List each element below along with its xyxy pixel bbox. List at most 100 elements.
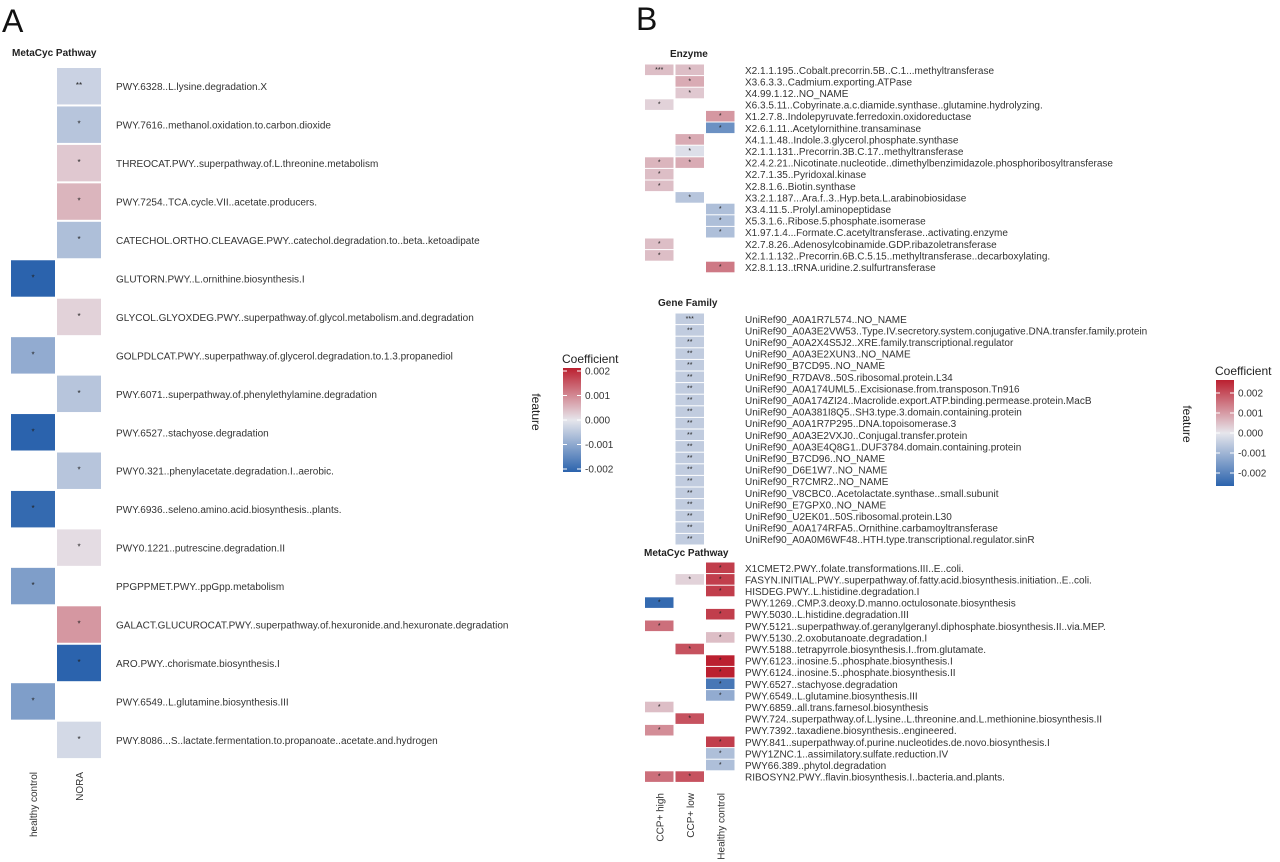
significance-mark: * xyxy=(77,197,80,206)
heatmap-cell xyxy=(706,655,735,666)
row-label: UniRef90_A0A2X4S5J2..XRE.family.transcri… xyxy=(745,338,1014,349)
heatmap-cell xyxy=(706,574,735,585)
panel-b-section-title: Enzyme xyxy=(670,49,708,60)
legend-tick-label: 0.000 xyxy=(585,416,610,427)
legend-title: Coefficient xyxy=(1215,364,1272,378)
heatmap-cell xyxy=(675,510,704,522)
significance-mark: * xyxy=(719,692,722,699)
significance-mark: * xyxy=(719,113,722,120)
heatmap-cell xyxy=(706,748,735,759)
significance-mark: * xyxy=(658,704,661,711)
heatmap-cell xyxy=(11,683,55,720)
heatmap-cell xyxy=(645,180,674,192)
legend-side-label: feature xyxy=(1180,405,1194,443)
significance-mark: * xyxy=(719,739,722,746)
legend-tick-label: 0.001 xyxy=(585,391,610,402)
heatmap-cell xyxy=(645,250,674,261)
significance-mark: ** xyxy=(687,351,693,358)
significance-mark: * xyxy=(719,611,722,618)
significance-mark: * xyxy=(719,762,722,769)
significance-mark: * xyxy=(688,136,691,143)
heatmap-cell xyxy=(57,183,101,220)
row-label: PWY1ZNC.1..assimilatory.sulfate.reductio… xyxy=(745,749,949,760)
heatmap-cell xyxy=(675,771,704,782)
row-label: PWY.7254..TCA.cycle.VII..acetate.produce… xyxy=(116,198,317,209)
significance-mark: * xyxy=(77,389,80,398)
significance-mark: ** xyxy=(687,490,693,497)
row-label: X2.1.1.131..Precorrin.3B.C.17..methyltra… xyxy=(745,147,964,158)
legend-tick-label: 0.001 xyxy=(1238,409,1263,420)
legend-a: Coefficient0.0020.0010.000-0.001-0.002fe… xyxy=(529,352,619,476)
heatmap-cell xyxy=(706,678,735,690)
significance-mark: * xyxy=(658,727,661,734)
row-label: X2.1.1.195..Cobalt.precorrin.5B..C.1...m… xyxy=(745,66,994,77)
row-label: PWY.7616..methanol.oxidation.to.carbon.d… xyxy=(116,121,331,132)
significance-mark: ** xyxy=(687,327,693,334)
heatmap-cell xyxy=(11,567,55,605)
row-label: X2.8.1.13..tRNA.uridine.2.sulfurtransfer… xyxy=(745,263,936,274)
row-label: UniRef90_B7CD95..NO_NAME xyxy=(745,361,885,372)
significance-mark: ** xyxy=(687,455,693,462)
row-label: PWY.6527..stachyose.degradation xyxy=(116,428,269,439)
row-label: UniRef90_R7DAV8..50S.ribosomal.protein.L… xyxy=(745,373,953,384)
heatmap-cell xyxy=(11,337,55,374)
significance-mark: * xyxy=(77,466,80,475)
heatmap-cell xyxy=(706,215,735,226)
significance-mark: * xyxy=(719,125,722,132)
row-label: PWY.6071..superpathway.of.phenylethylami… xyxy=(116,390,377,401)
significance-mark: * xyxy=(31,504,34,513)
significance-mark: * xyxy=(719,750,722,757)
row-label: X3.2.1.187...Ara.f..3..Hyp.beta.L.arabin… xyxy=(745,193,967,204)
row-label: UniRef90_E7GPX0..NO_NAME xyxy=(745,500,887,511)
legend-tick-label: -0.002 xyxy=(1238,469,1267,480)
row-label: UniRef90_R7CMR2..NO_NAME xyxy=(745,477,889,488)
heatmap-cell xyxy=(675,475,704,487)
heatmap-cell xyxy=(675,406,704,417)
row-label: UniRef90_A0A3E2XUN3..NO_NAME xyxy=(745,350,911,361)
row-label: ARO.PWY..chorismate.biosynthesis.I xyxy=(116,659,280,670)
panel-b-section-title: MetaCyc Pathway xyxy=(644,548,729,559)
row-label: PWY0.321..phenylacetate.degradation.I..a… xyxy=(116,467,334,478)
row-label: PWY.6859..all.trans.farnesol.biosynthesi… xyxy=(745,703,928,714)
heatmap-cell xyxy=(675,313,704,325)
legend-tick-label: 0.002 xyxy=(585,367,610,378)
heatmap-cell xyxy=(706,608,735,620)
heatmap-cell xyxy=(57,106,101,143)
heatmap-cell xyxy=(645,64,674,76)
heatmap-cell xyxy=(675,145,704,157)
heatmap-cell xyxy=(675,394,704,406)
significance-mark: * xyxy=(719,588,722,595)
panel-a-section-title: MetaCyc Pathway xyxy=(12,48,97,59)
significance-mark: ** xyxy=(687,467,693,474)
significance-mark: * xyxy=(658,252,661,259)
heatmap-cell xyxy=(675,713,704,724)
heatmap-cell xyxy=(675,522,704,533)
significance-mark: ** xyxy=(687,536,693,543)
significance-mark: * xyxy=(688,160,691,167)
significance-mark: * xyxy=(77,120,80,129)
heatmap-cell xyxy=(706,632,735,643)
column-label: healthy control xyxy=(29,772,40,837)
heatmap-cell xyxy=(706,203,735,215)
panel-b-letter: B xyxy=(636,1,657,37)
row-label: PWY.5130..2.oxobutanoate.degradation.I xyxy=(745,633,927,644)
significance-mark: * xyxy=(31,581,34,590)
row-label: X4.99.1.12..NO_NAME xyxy=(745,89,849,100)
heatmap-cell xyxy=(675,464,704,475)
row-label: GOLPDLCAT.PWY..superpathway.of.glycerol.… xyxy=(116,351,453,362)
significance-mark: * xyxy=(688,774,691,781)
row-label: HISDEG.PWY..L.histidine.degradation.I xyxy=(745,587,919,598)
row-label: UniRef90_A0A0M6WF48..HTH.type.transcript… xyxy=(745,535,1035,546)
legend-tick-label: -0.001 xyxy=(585,440,614,451)
heatmap-cell xyxy=(675,487,704,499)
significance-mark: * xyxy=(658,183,661,190)
heatmap-cell xyxy=(645,724,674,736)
significance-mark: * xyxy=(658,102,661,109)
heatmap-cell xyxy=(675,383,704,394)
significance-mark: * xyxy=(658,774,661,781)
row-label: PWY.6549..L.glutamine.biosynthesis.III xyxy=(116,697,289,708)
heatmap-cell xyxy=(645,157,674,168)
significance-mark: * xyxy=(77,235,80,244)
heatmap-cell xyxy=(645,701,674,713)
